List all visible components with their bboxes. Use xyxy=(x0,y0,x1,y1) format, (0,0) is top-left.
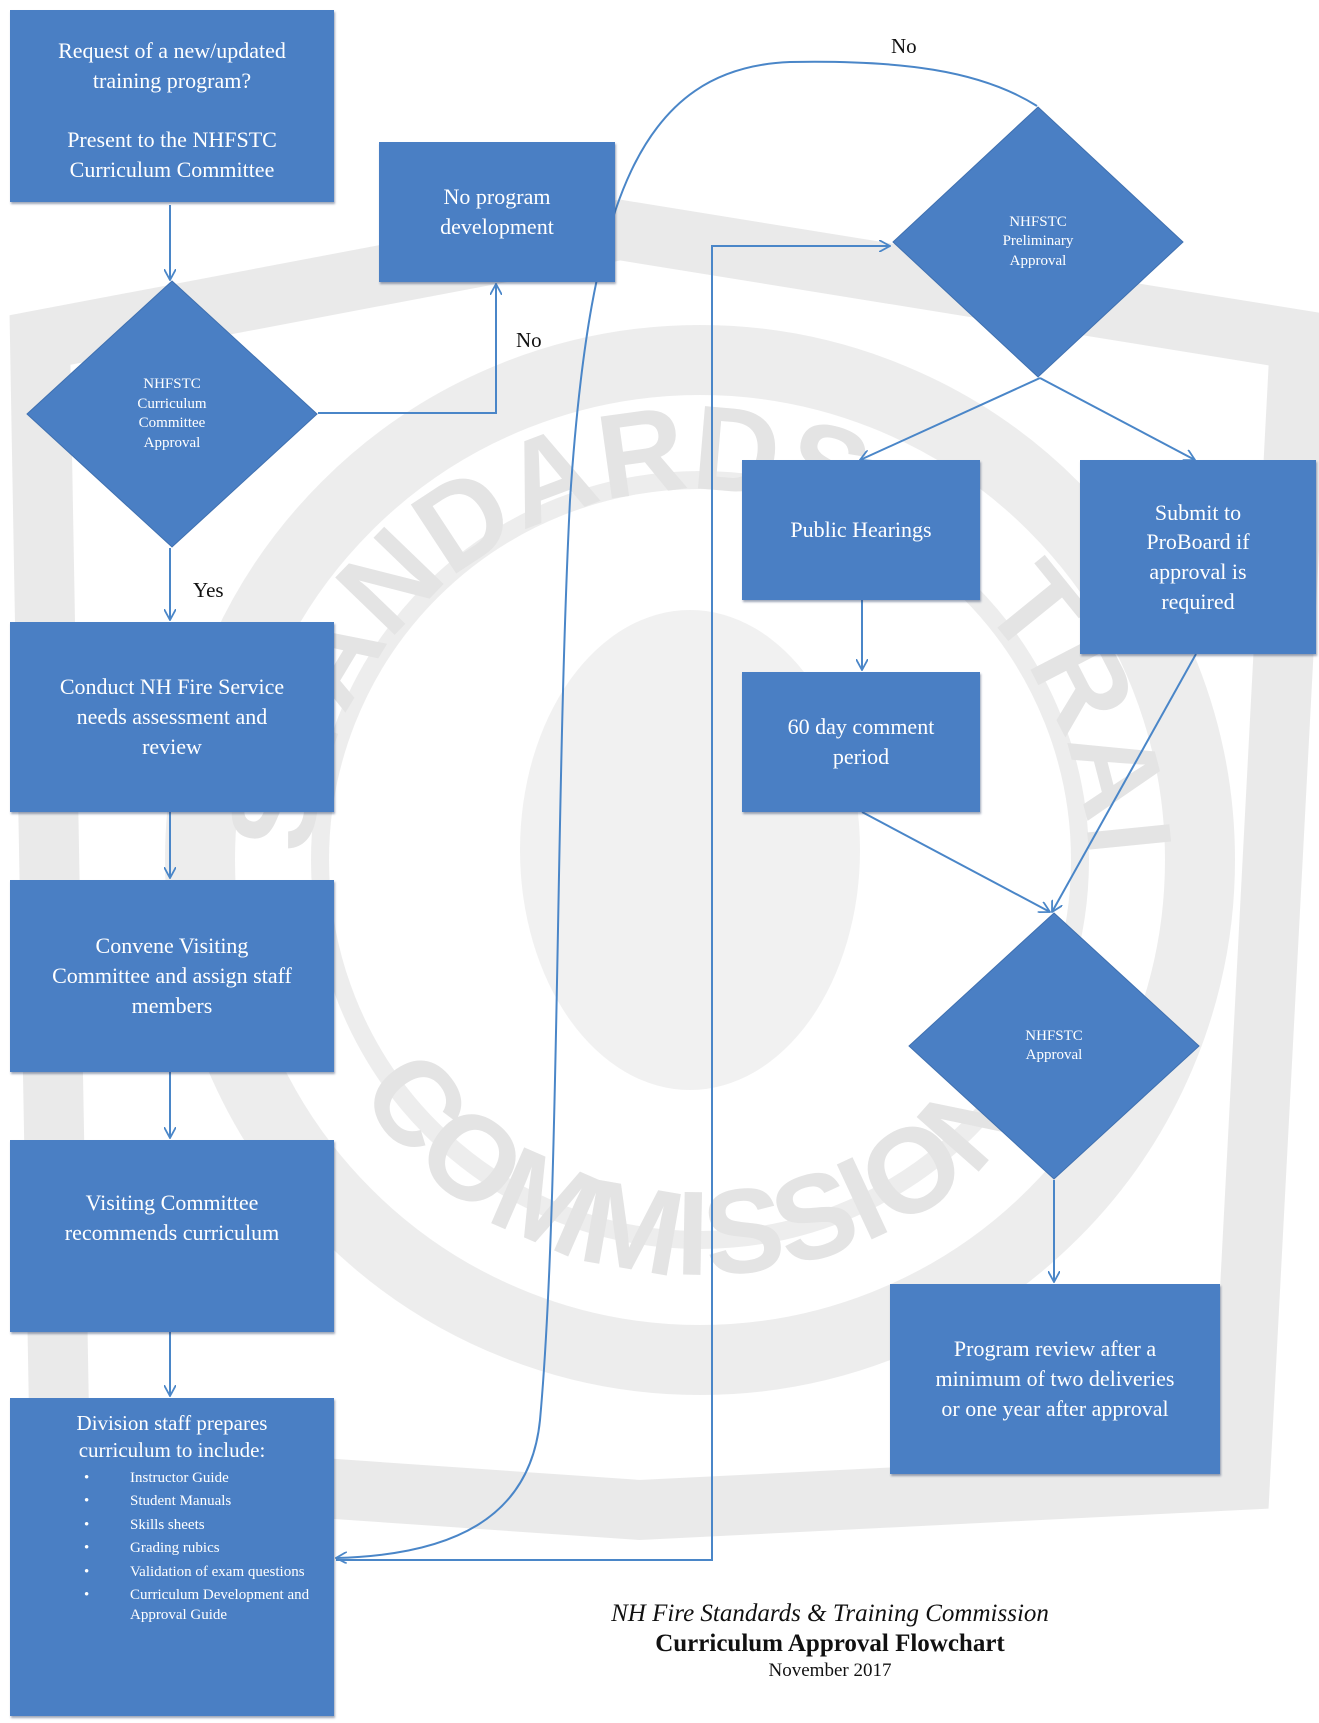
curriculum-items-list: Instructor Guide Student Manuals Skills … xyxy=(10,1469,334,1626)
no-program-box: No program development xyxy=(379,142,615,282)
arrow-committee-no-to-noprogram xyxy=(318,284,496,414)
list-item: Grading rubics xyxy=(78,1539,310,1559)
diamond-shape xyxy=(26,280,318,548)
arrow-division-to-preliminary xyxy=(336,246,890,1561)
arrow-proboard-to-approval xyxy=(1052,653,1197,912)
division-staff-box: Division staff prepares curriculum to in… xyxy=(10,1398,334,1716)
conduct-assessment-box-text: Conduct NH Fire Service needs assessment… xyxy=(59,674,285,759)
visiting-committee-box-text: Visiting Committee recommends curriculum xyxy=(64,1190,280,1245)
preliminary-approval-label: NHFSTC Preliminary Approval xyxy=(1002,213,1074,269)
program-review-box-text: Program review after a minimum of two de… xyxy=(935,1336,1175,1421)
committee-approval-diamond: NHFSTC Curriculum Committee Approval xyxy=(26,280,318,548)
list-item: Instructor Guide xyxy=(78,1469,310,1489)
arrow-preliminary-to-proboard xyxy=(1039,377,1195,460)
arrow-comment-to-approval xyxy=(861,811,1050,912)
preliminary-approval-diamond: NHFSTC Preliminary Approval xyxy=(892,106,1184,378)
public-hearings-box: Public Hearings xyxy=(742,460,980,600)
convene-committee-box: Convene Visiting Committee and assign st… xyxy=(10,880,334,1072)
nhfstc-approval-diamond: NHFSTC Approval xyxy=(908,912,1200,1180)
submit-proboard-box-text: Submit to ProBoard if approval is requir… xyxy=(1146,499,1250,614)
diamond-shape xyxy=(892,106,1184,378)
comment-period-box: 60 day comment period xyxy=(742,672,980,812)
submit-proboard-box: Submit to ProBoard if approval is requir… xyxy=(1080,460,1316,654)
list-item: Curriculum Development and Approval Guid… xyxy=(78,1586,310,1625)
yes-label: Yes xyxy=(193,578,224,602)
conduct-assessment-box: Conduct NH Fire Service needs assessment… xyxy=(10,622,334,812)
list-item: Student Manuals xyxy=(78,1492,310,1512)
list-item: Skills sheets xyxy=(78,1516,310,1536)
flowchart-title: Curriculum Approval Flowchart xyxy=(655,1630,1005,1657)
comment-period-box-text: 60 day comment period xyxy=(787,714,935,769)
no-label-top: No xyxy=(891,34,917,58)
convene-committee-box-text: Convene Visiting Committee and assign st… xyxy=(52,933,292,1018)
organization-name: NH Fire Standards & Training Commission xyxy=(611,1600,1049,1627)
request-box: Request of a new/updated training progra… xyxy=(10,10,334,202)
nhfstc-approval-label: NHFSTC Approval xyxy=(1025,1027,1083,1064)
no-program-box-text: No program development xyxy=(440,184,554,239)
flowchart-caption: NH Fire Standards & Training Commission … xyxy=(560,1600,1100,1682)
division-staff-heading: Division staff prepares curriculum to in… xyxy=(76,1411,268,1463)
visiting-committee-box: Visiting Committee recommends curriculum xyxy=(10,1140,334,1332)
request-box-text: Request of a new/updated training progra… xyxy=(58,38,286,182)
committee-approval-label: NHFSTC Curriculum Committee Approval xyxy=(137,376,207,451)
arrow-preliminary-to-hearings xyxy=(860,377,1041,460)
program-review-box: Program review after a minimum of two de… xyxy=(890,1284,1220,1474)
arrow-preliminary-no-loop xyxy=(336,60,1038,1558)
list-item: Validation of exam questions xyxy=(78,1563,310,1583)
public-hearings-box-text: Public Hearings xyxy=(790,517,932,543)
diamond-shape xyxy=(908,912,1200,1180)
no-label-right: No xyxy=(516,328,542,352)
flowchart-date: November 2017 xyxy=(768,1660,892,1681)
